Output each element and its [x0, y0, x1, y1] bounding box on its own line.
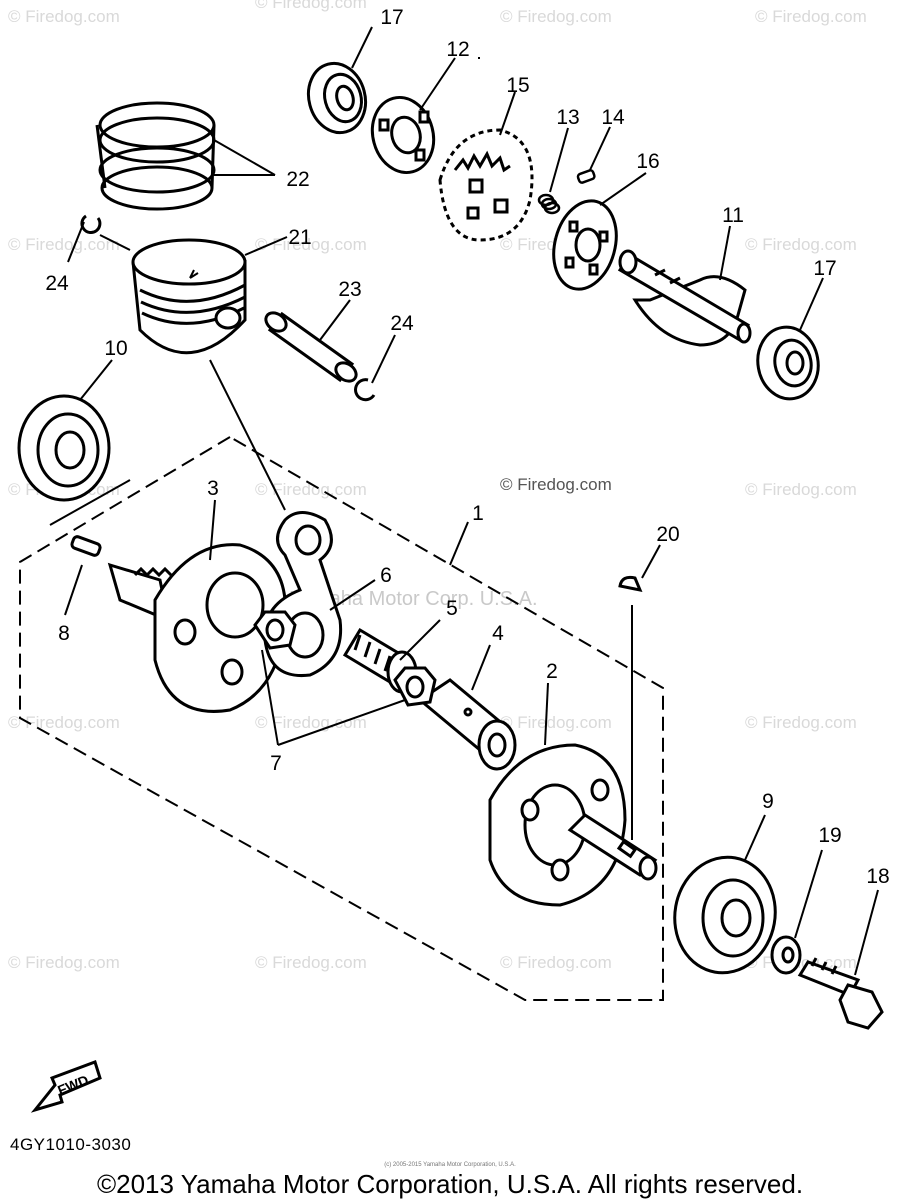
callout-22: 22	[286, 168, 309, 191]
watermark: © Firedog.com	[745, 480, 857, 499]
collar-12	[370, 95, 436, 175]
callout-8: 8	[58, 622, 70, 645]
fwd-arrow: FWD	[30, 1060, 102, 1113]
circlip-right	[354, 378, 376, 402]
callout-1: 1	[472, 502, 484, 525]
watermark: © Firedog.com	[755, 7, 867, 26]
callout-17-top: 17	[380, 6, 403, 29]
watermark: © Firedog.com	[255, 953, 367, 972]
watermark: © Firedog.com	[8, 7, 120, 26]
bearing-17-top	[306, 61, 368, 135]
callout-20: 20	[656, 523, 679, 546]
callout-12: 12	[446, 38, 469, 61]
bolt-18	[797, 957, 884, 1030]
callout-23: 23	[338, 278, 361, 301]
watermark: © Firedog.com	[500, 953, 612, 972]
callout-7: 7	[270, 752, 282, 775]
callout-18: 18	[866, 865, 889, 888]
watermark: © Firedog.com	[500, 475, 612, 494]
callout-13: 13	[556, 106, 579, 129]
washer-7-left	[253, 610, 297, 650]
crank-pin-4	[417, 678, 517, 771]
washer-7-right	[393, 666, 437, 707]
balancer-gear-15	[438, 128, 534, 242]
part-code: 4GY1010-3030	[10, 1135, 131, 1154]
watermark: © Firedog.com	[255, 713, 367, 732]
watermark: © Firedog.com	[255, 480, 367, 499]
copyright-notice: ©2013 Yamaha Motor Corporation, U.S.A. A…	[97, 1169, 803, 1199]
key-8	[70, 535, 102, 557]
callout-9: 9	[762, 790, 774, 813]
crankshaft-assembly-outline	[19, 435, 664, 1001]
watermark-center: Yamaha Motor Corp. U.S.A.	[290, 588, 538, 610]
callout-24-left: 24	[45, 272, 69, 295]
callouts: 1 2 3 4 5 6 7 8 9 10 11 12 13 14 15 16 1…	[45, 6, 889, 888]
callout-5: 5	[446, 597, 458, 620]
woodruff-key-20	[618, 575, 643, 593]
plate-16	[552, 199, 618, 291]
balancer-shaft-11	[617, 249, 752, 347]
pin-14	[576, 169, 596, 184]
callout-2: 2	[546, 660, 558, 683]
callout-21: 21	[288, 226, 311, 249]
callout-3: 3	[207, 477, 219, 500]
watermark: © Firedog.com	[255, 0, 367, 12]
callout-17-right: 17	[813, 257, 836, 280]
crank-wheel-right-2	[488, 743, 658, 907]
watermark: © Firedog.com	[8, 953, 120, 972]
piston-pin	[264, 311, 358, 383]
watermark: © Firedog.com	[500, 7, 612, 26]
leader-lines	[49, 26, 879, 976]
callout-11: 11	[722, 204, 744, 227]
watermark: © Firedog.com	[745, 713, 857, 732]
watermark: © Firedog.com	[500, 713, 612, 732]
bearing-10	[17, 394, 111, 502]
callout-6: 6	[380, 564, 392, 587]
crank-wheel-left-3	[107, 543, 287, 713]
watermark: © Firedog.com	[8, 235, 120, 254]
piston-rings	[95, 101, 216, 211]
callout-14: 14	[601, 106, 625, 129]
callout-15: 15	[506, 74, 529, 97]
watermark: © Firedog.com	[8, 713, 120, 732]
callout-24-right: 24	[390, 312, 414, 335]
spring-13	[537, 193, 561, 215]
washer-19	[770, 935, 802, 975]
callout-19: 19	[818, 824, 841, 847]
circlip-left	[80, 214, 102, 234]
watermark: © Firedog.com	[745, 235, 857, 254]
bearing-9	[673, 855, 777, 975]
callout-10: 10	[104, 337, 127, 360]
fine-print: (c) 2005-2015 Yamaha Motor Corporation, …	[384, 1162, 516, 1168]
bearing-17-right	[756, 325, 820, 401]
callout-16: 16	[636, 150, 659, 173]
callout-4: 4	[492, 622, 504, 645]
piston	[131, 238, 247, 355]
